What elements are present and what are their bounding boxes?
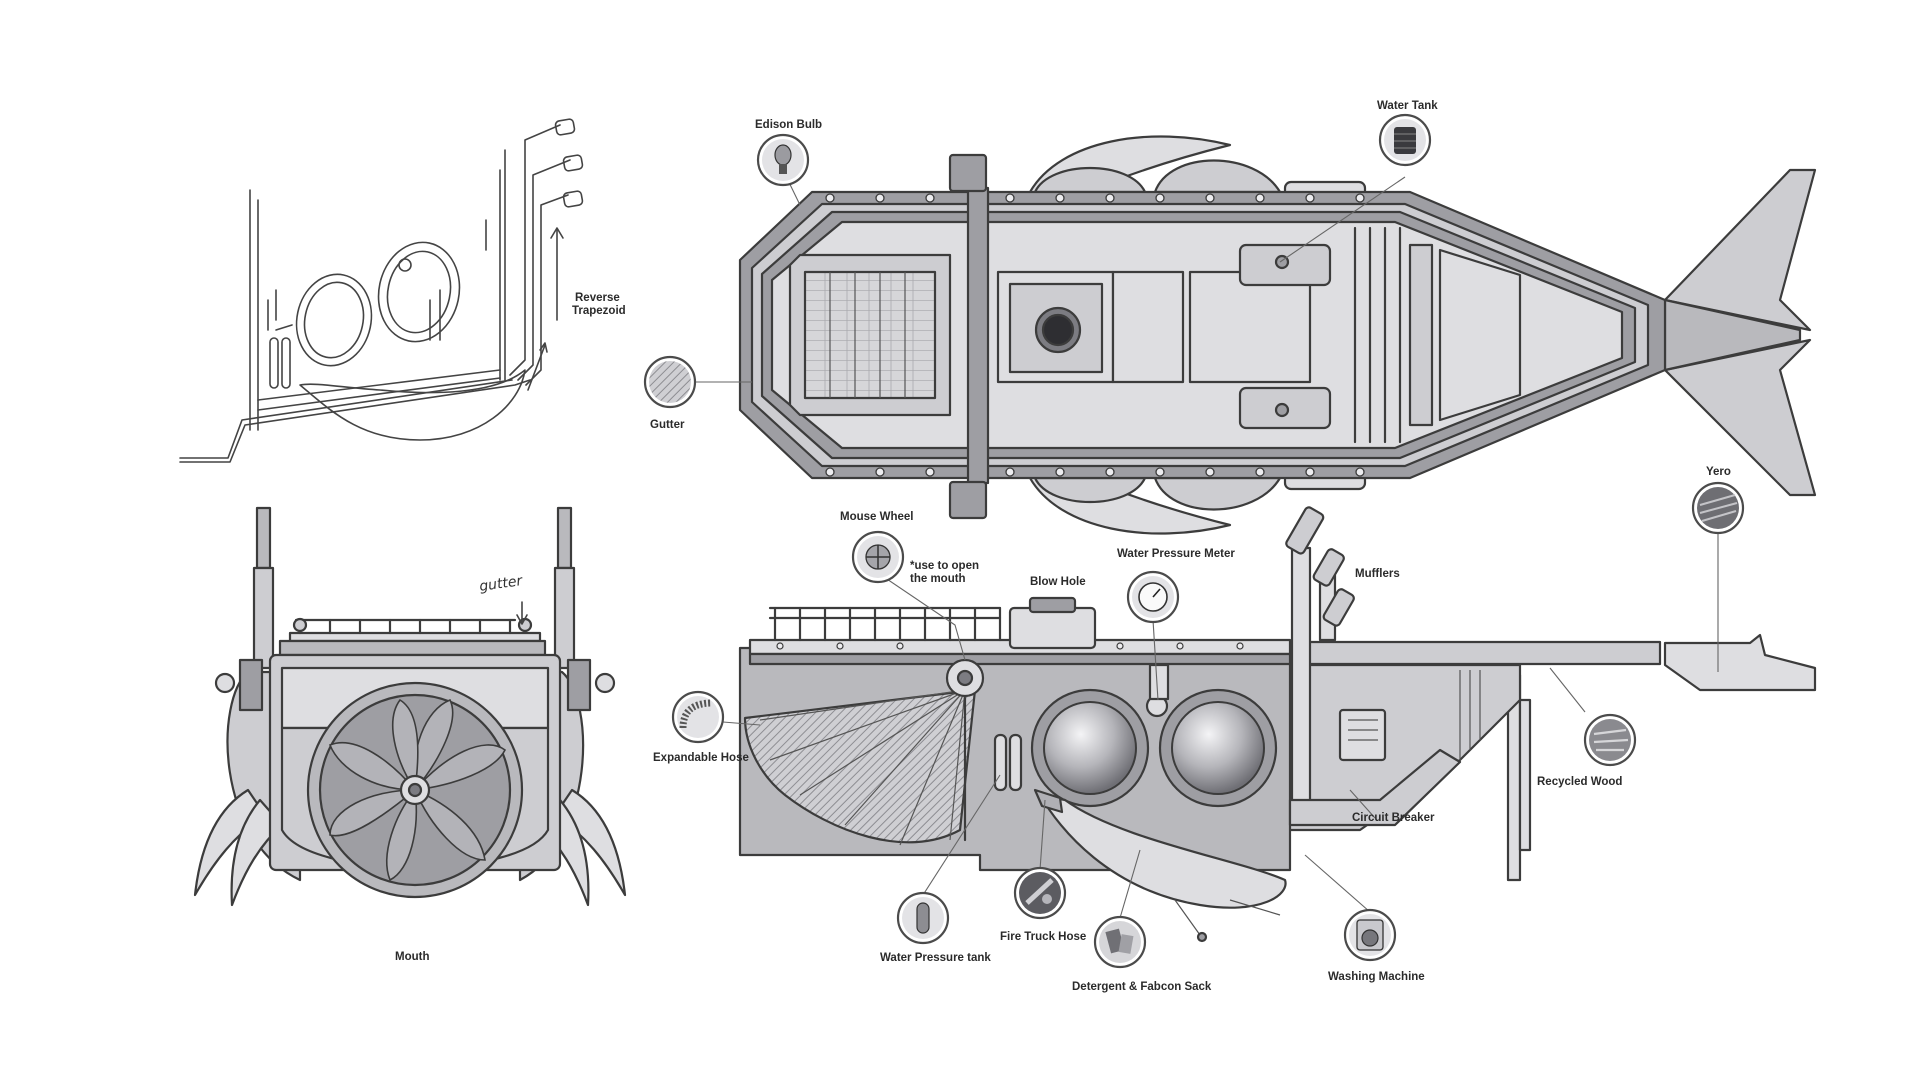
water-tank-icon	[1378, 113, 1432, 167]
side-railing	[768, 606, 1002, 642]
rivets-side	[776, 642, 1244, 650]
label-water-pressure-tank: Water Pressure tank	[880, 952, 991, 964]
label-expandable-hose: Expandable Hose	[653, 752, 749, 764]
pressure-tank-icon	[896, 891, 950, 945]
gutter-icon	[643, 355, 697, 409]
label-circuit-breaker: Circuit Breaker	[1352, 812, 1435, 824]
expandable-hose-icon	[671, 690, 725, 744]
rivets-top	[825, 193, 1365, 477]
edison-bulb-icon	[756, 133, 810, 187]
label-mouse-wheel-note-2: the mouth	[910, 573, 966, 585]
label-recycled-wood: Recycled Wood	[1537, 776, 1622, 788]
side-ribs	[1459, 670, 1481, 760]
pressure-meter-icon	[1126, 570, 1180, 624]
front-view-mouth: gutter Mouth	[193, 506, 627, 963]
label-detergent-sack: Detergent & Fabcon Sack	[1072, 981, 1212, 993]
label-mouse-wheel-note-1: *use to open	[910, 560, 979, 572]
recycled-wood-icon	[1583, 713, 1637, 767]
labels: Edison Bulb Water Tank Gutter Yero Mouse…	[650, 100, 1731, 993]
turbine-blades	[328, 698, 507, 882]
label-washing-machine: Washing Machine	[1328, 971, 1425, 983]
label-mufflers: Mufflers	[1355, 568, 1400, 580]
fan-ribs	[759, 689, 966, 846]
label-water-pressure-meter: Water Pressure Meter	[1117, 548, 1235, 560]
gutter-note: gutter	[478, 573, 524, 595]
label-fire-truck-hose: Fire Truck Hose	[1000, 931, 1086, 943]
reverse-trapezoid-label-1: Reverse	[575, 292, 620, 304]
label-mouse-wheel: Mouse Wheel	[840, 511, 913, 523]
washing-machine-icon	[1343, 908, 1397, 962]
detergent-sack-icon	[1093, 915, 1147, 969]
label-water-tank: Water Tank	[1377, 100, 1438, 112]
perspective-sketch: Reverse Trapezoid	[179, 118, 626, 463]
mouse-wheel-icon	[851, 530, 905, 584]
callouts	[643, 113, 1745, 969]
side-view	[738, 506, 1817, 943]
fire-hose-icon	[1013, 866, 1067, 920]
top-ribs	[1353, 226, 1402, 444]
label-blow-hole: Blow Hole	[1030, 576, 1086, 588]
wall-hatching	[267, 219, 487, 341]
label-gutter: Gutter	[650, 419, 685, 431]
top-view	[738, 135, 1817, 535]
label-edison-bulb: Edison Bulb	[755, 119, 822, 131]
mouth-label: Mouth	[395, 951, 429, 963]
reverse-trapezoid-label-2: Trapezoid	[572, 305, 626, 317]
yero-icon	[1691, 481, 1745, 535]
label-yero: Yero	[1706, 466, 1731, 478]
